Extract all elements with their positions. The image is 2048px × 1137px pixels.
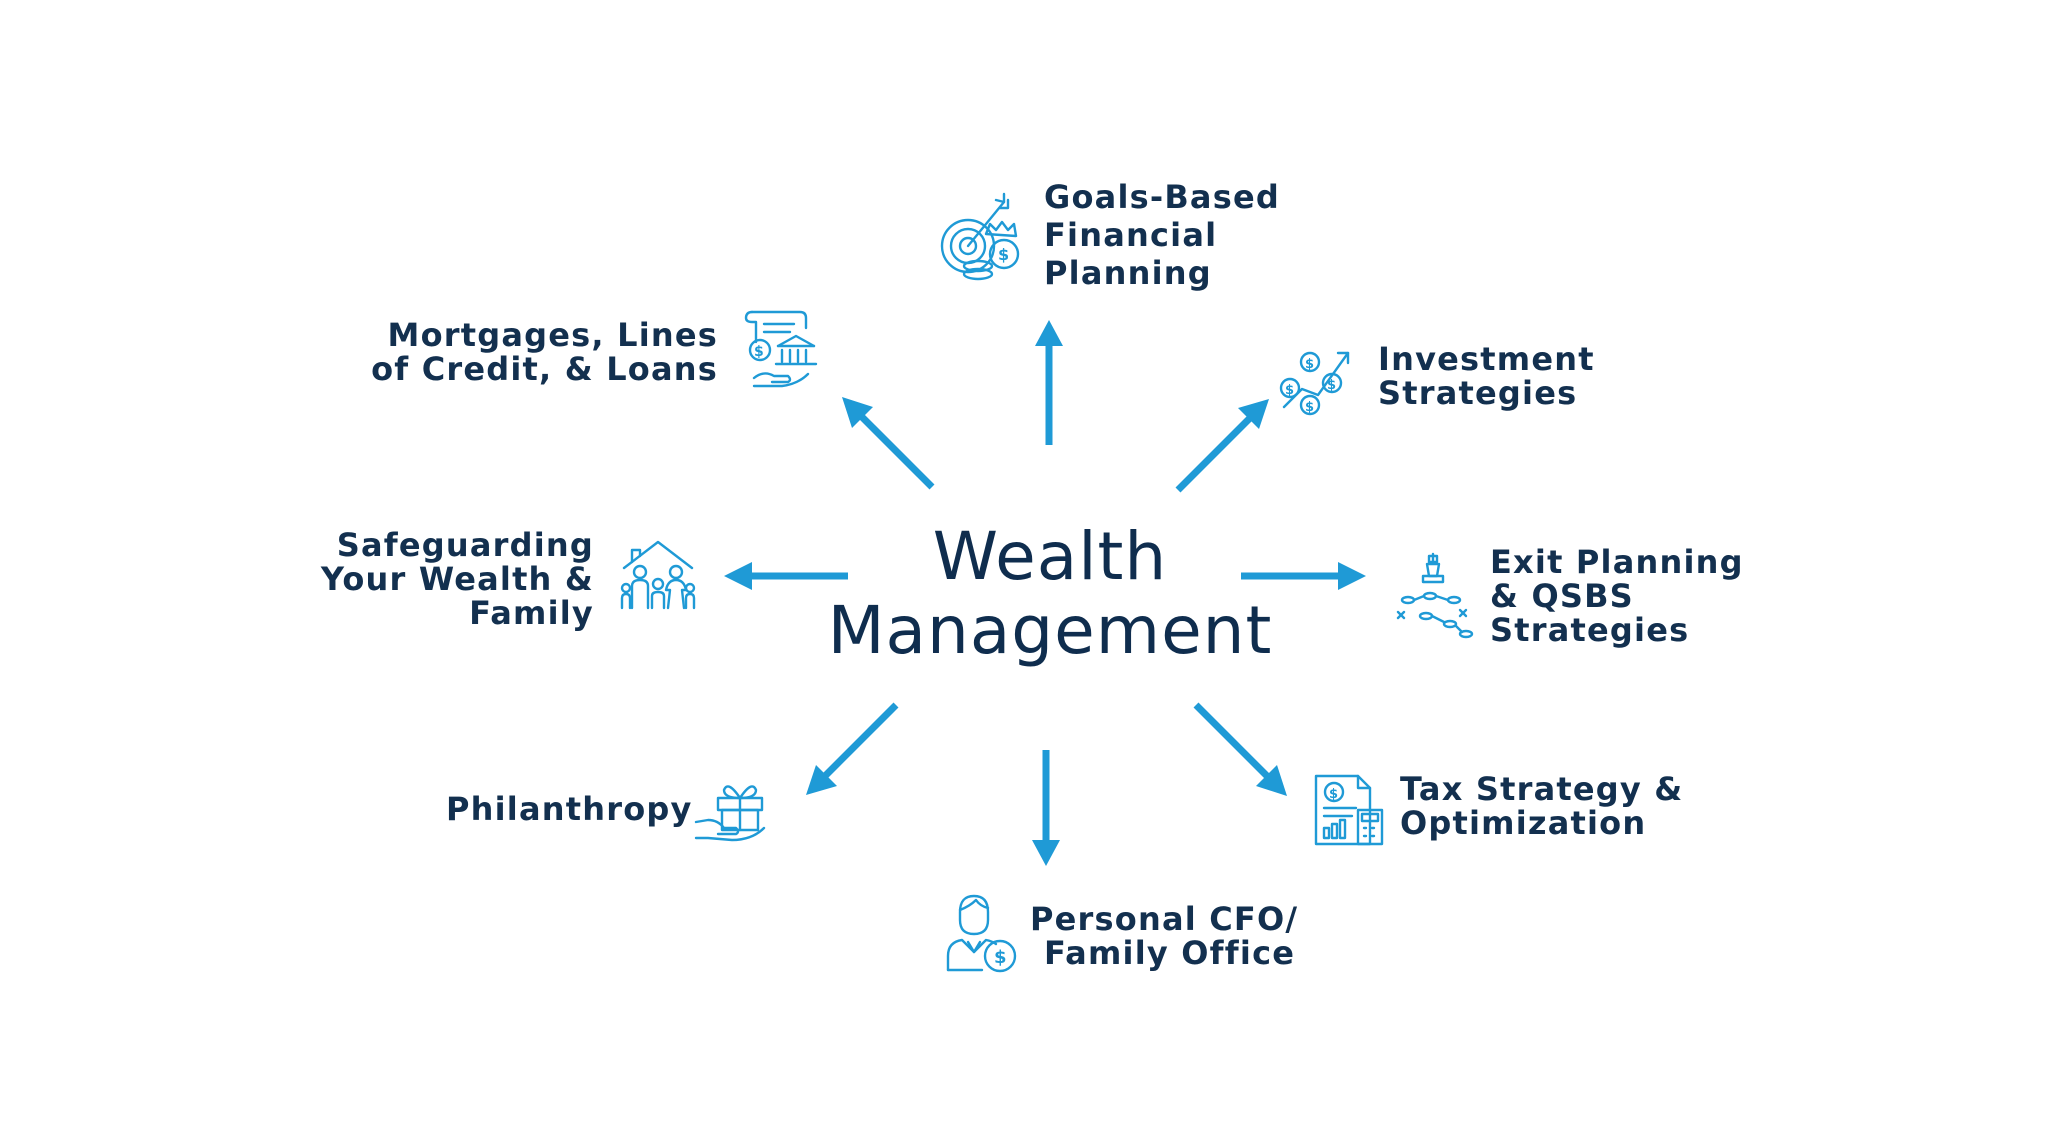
- center-title-line1: Wealth: [932, 518, 1168, 595]
- node-cfo-label: Personal CFO/ Family Office: [1030, 900, 1299, 972]
- node-philanthropy-label: Philanthropy: [446, 790, 693, 828]
- gift-hand-icon: [694, 776, 768, 842]
- svg-text:$: $: [1285, 383, 1294, 398]
- svg-text:$: $: [994, 947, 1007, 968]
- tax-document-icon: $: [1312, 774, 1386, 846]
- arrow-down-left: [806, 702, 899, 795]
- bank-loan-icon: $: [742, 308, 820, 388]
- family-house-icon: [620, 538, 696, 612]
- advisor-person-icon: $: [946, 894, 1018, 974]
- arrow-up-right: [1175, 399, 1269, 493]
- svg-text:$: $: [1329, 787, 1338, 802]
- target-money-icon: $: [938, 192, 1022, 281]
- svg-text:$: $: [1327, 378, 1336, 393]
- node-tax-label: Tax Strategy & Optimization: [1400, 770, 1684, 842]
- center-title-line2: Management: [827, 592, 1273, 669]
- node-exit-label: Exit Planning & QSBS Strategies: [1490, 543, 1744, 649]
- svg-text:$: $: [1305, 400, 1314, 415]
- node-goals-label: Goals-Based Financial Planning: [1044, 178, 1280, 292]
- arrow-up: [1035, 320, 1063, 445]
- svg-text:$: $: [754, 344, 764, 360]
- svg-text:$: $: [1305, 357, 1314, 372]
- arrow-down-right: [1193, 702, 1287, 796]
- arrow-up-left: [842, 397, 935, 490]
- chess-strategy-icon: [1396, 552, 1474, 644]
- arrow-down: [1032, 750, 1060, 866]
- node-safeguarding-label: Safeguarding Your Wealth & Family: [320, 526, 594, 632]
- node-investment-label: Investment Strategies: [1378, 340, 1595, 412]
- svg-text:$: $: [998, 245, 1009, 264]
- center-title: Wealth Management: [820, 520, 1280, 668]
- investment-growth-icon: $ $ $ $: [1279, 345, 1360, 416]
- arrow-left: [724, 562, 848, 590]
- node-mortgages-label: Mortgages, Lines of Credit, & Loans: [371, 316, 718, 388]
- arrow-right: [1241, 562, 1366, 590]
